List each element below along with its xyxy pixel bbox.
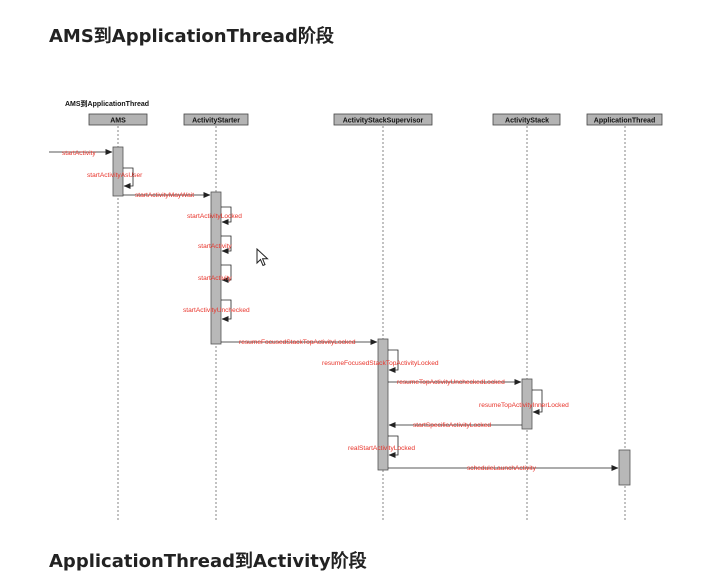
message-label: resumeTopActivityUncheckedLocked <box>397 379 505 386</box>
arrow-self-start-activity-1 <box>221 235 232 254</box>
activation-activity-stack <box>521 378 533 430</box>
message-label: startActivity <box>198 275 232 282</box>
message-label: startActivityLocked <box>187 213 242 220</box>
activation-supervisor <box>377 338 389 471</box>
message-label: startActivity <box>62 150 96 157</box>
activation-application-thread <box>618 449 631 486</box>
message-label: startActivity <box>198 243 232 250</box>
message-label: resumeFocusedStackTopActivityLocked <box>239 339 356 346</box>
participant-activity-stack-supervisor: ActivityStackSupervisor <box>333 113 433 126</box>
message-label: startActivityUnchecked <box>183 307 250 314</box>
mouse-pointer-icon <box>256 248 269 267</box>
arrow-self-start-activity-as-user <box>123 167 134 189</box>
message-labels: startActivity startActivityAsUser startA… <box>62 150 569 472</box>
participant-label: ActivityStarter <box>192 118 240 125</box>
section-heading-ams: AMS到ApplicationThread阶段 <box>49 26 334 47</box>
participant-application-thread: ApplicationThread <box>586 113 663 126</box>
participant-activity-stack: ActivityStack <box>492 113 561 126</box>
message-label: realStartActivityLocked <box>348 445 415 452</box>
participant-label: AMS <box>110 118 126 125</box>
arrow-self-resume-top-activity-inner <box>532 389 543 415</box>
message-label: startActivityMayWait <box>135 192 194 199</box>
arrow-self-start-activity-2 <box>221 264 232 283</box>
message-label: resumeFocusedStackTopActivityLocked <box>322 360 439 367</box>
participant-label: ActivityStackSupervisor <box>343 118 424 125</box>
arrow-self-resume-focused-stack <box>388 349 399 373</box>
participant-label: ApplicationThread <box>594 118 655 125</box>
participant-activity-starter: ActivityStarter <box>183 113 249 126</box>
diagram-title: AMS到ApplicationThread <box>65 99 149 108</box>
participant-label: ActivityStack <box>505 118 549 125</box>
message-label: resumeTopActivityInnerLocked <box>479 402 569 409</box>
section-heading-application-thread: ApplicationThread到Activity阶段 <box>49 551 367 572</box>
activation-activity-starter <box>210 191 222 345</box>
participant-ams: AMS <box>88 113 148 126</box>
message-label: startActivityAsUser <box>87 172 143 179</box>
arrow-self-start-activity-locked <box>221 206 232 225</box>
message-label: startSpecificActivityLocked <box>413 422 491 429</box>
arrow-self-real-start-activity <box>388 435 399 458</box>
message-label: scheduleLaunchActivity <box>467 465 537 472</box>
arrow-self-start-activity-unchecked <box>221 299 232 322</box>
activation-ams <box>112 146 124 197</box>
